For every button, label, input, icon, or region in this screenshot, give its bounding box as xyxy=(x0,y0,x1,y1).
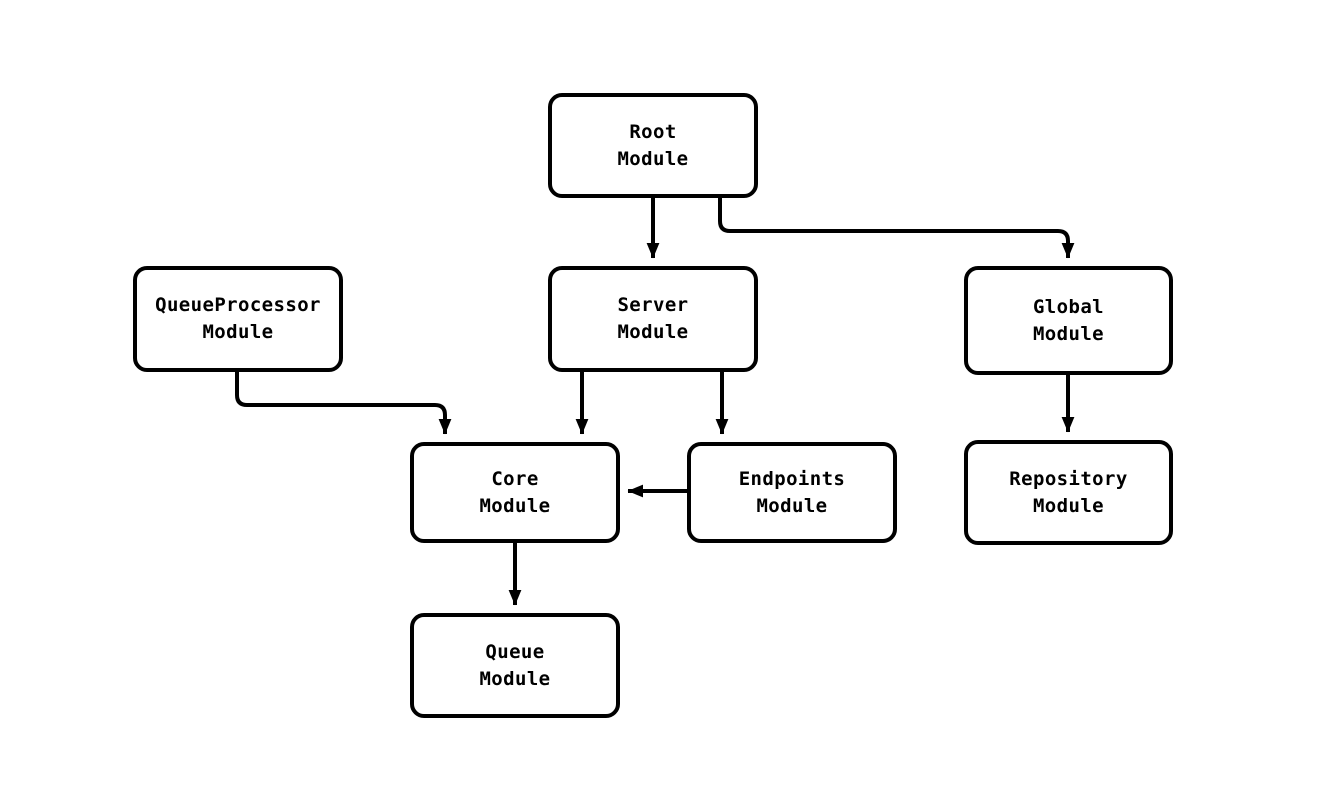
node-label-line2: Module xyxy=(617,321,689,343)
node-label-line1: QueueProcessor xyxy=(155,294,321,317)
node-server-module[interactable]: Server Module xyxy=(548,266,758,372)
node-label-line1: Server xyxy=(617,294,689,317)
node-queue-module[interactable]: Queue Module xyxy=(410,613,620,718)
node-label-line1: Endpoints xyxy=(738,467,846,490)
node-label-line2: Module xyxy=(1032,494,1105,517)
node-repository-module[interactable]: Repository Module xyxy=(964,440,1173,545)
node-label-line2: Module xyxy=(479,494,551,517)
node-label-line1: Global xyxy=(1032,295,1105,318)
node-core-module[interactable]: Core Module xyxy=(410,442,620,543)
node-queueprocessor-module[interactable]: QueueProcessor Module xyxy=(133,266,343,372)
node-label-line2: Module xyxy=(617,147,689,170)
node-label-line2: Module xyxy=(479,667,551,690)
node-global-module[interactable]: Global Module xyxy=(964,266,1173,375)
node-label-line2: Module xyxy=(1032,322,1105,345)
node-label-line1: Root xyxy=(629,120,677,143)
edge-queueprocessor-to-core xyxy=(235,372,452,435)
node-label-line1: Queue xyxy=(485,640,545,663)
node-label-line1: Core xyxy=(491,467,539,490)
node-label-line1: Repository xyxy=(1009,467,1128,490)
node-root-module[interactable]: Root Module xyxy=(548,93,758,198)
edge-root-to-global xyxy=(718,198,1075,259)
node-label-line2: Module xyxy=(202,321,274,343)
node-label-line2: Module xyxy=(756,494,828,517)
node-endpoints-module[interactable]: Endpoints Module xyxy=(687,442,897,543)
